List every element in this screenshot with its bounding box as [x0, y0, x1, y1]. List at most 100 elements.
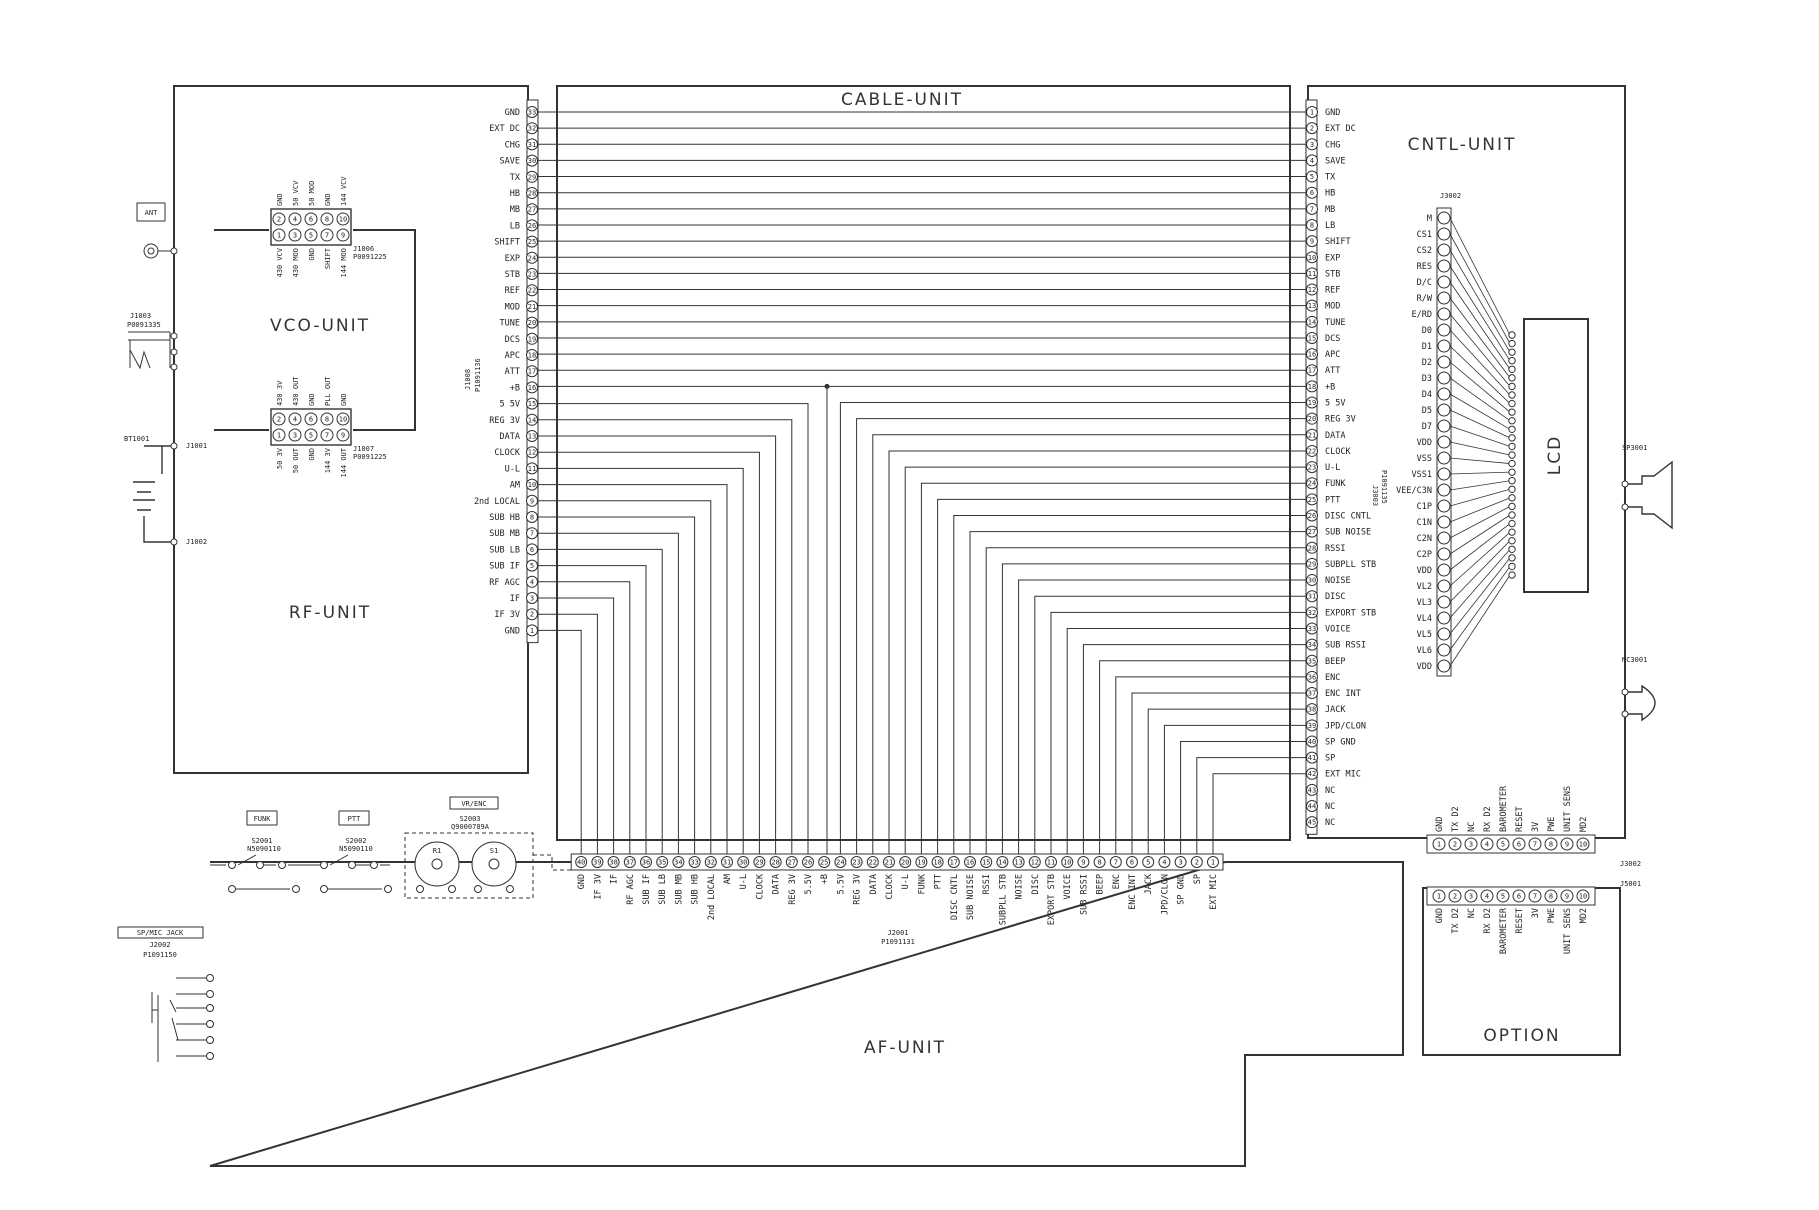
j3003-pin-number: 6 — [1310, 189, 1314, 197]
option-bottom-pin-label: RESET — [1515, 908, 1525, 934]
option-top-pin-label: BAROMETER — [1499, 785, 1509, 832]
lcd-wire — [1449, 393, 1511, 430]
wire — [538, 484, 728, 854]
j1008-pin-number: 13 — [528, 433, 536, 441]
j3002-lcd-pin — [1437, 611, 1451, 625]
j1006-label-above: 50 MOD — [308, 181, 316, 206]
j3003-pin-label: U-L — [1325, 463, 1340, 473]
j3002-lcd-pin — [1437, 547, 1451, 561]
j3003-pin — [1306, 412, 1318, 425]
j3003-pin-number: 19 — [1308, 399, 1316, 407]
option-unit-title: OPTION — [1483, 1026, 1560, 1046]
j1006-pin — [320, 228, 334, 242]
j1008-pin-number: 6 — [530, 546, 534, 554]
j1008-pin — [526, 462, 538, 475]
j2001-pin-label: DATA — [869, 874, 879, 894]
j3003-pin-label: DCS — [1325, 334, 1340, 344]
j1008-pin-label: ATT — [505, 367, 520, 377]
wire — [839, 402, 1306, 854]
j3003-ref: J3003 — [1371, 485, 1379, 506]
j3002-lcd-pin — [1437, 259, 1451, 273]
j2001-pin-number: 35 — [658, 859, 666, 867]
j2001-pin — [1061, 856, 1074, 868]
j3003-pin — [1306, 348, 1318, 361]
j1006-pin-number: 6 — [309, 216, 313, 224]
j3002-lcd-pin — [1437, 659, 1451, 673]
j2001-pin — [575, 856, 588, 868]
j1006-label-above: 144 VCV — [340, 176, 348, 206]
j1008-pin-label: TX — [510, 173, 521, 183]
af-unit-outline — [209, 861, 1404, 1167]
lcd-pad — [1508, 434, 1516, 442]
option-bottom-pin-label: 3V — [1531, 908, 1541, 918]
j1007-pin — [320, 412, 334, 426]
j2001-pin-number: 30 — [739, 859, 747, 867]
wire — [538, 435, 777, 854]
j1008-pin-label: +B — [510, 383, 520, 393]
j2001-pin-label: SUB IF — [642, 874, 652, 905]
lcd-pad — [1508, 562, 1516, 571]
lcd-pad — [1508, 511, 1516, 519]
j2001-pin-label: PTT — [934, 874, 944, 889]
j3003-pin-number: 21 — [1308, 431, 1316, 439]
lcd-pad — [1508, 554, 1516, 562]
j2001-pin-number: 6 — [1130, 859, 1134, 867]
j3003-pin-label: EXP — [1325, 253, 1340, 263]
lcd-pad — [1508, 391, 1516, 399]
j3003-pin-number: 2 — [1310, 125, 1314, 133]
j3003-pin-label: TUNE — [1325, 318, 1345, 328]
j1008-pin-label: 2nd LOCAL — [474, 497, 520, 507]
lcd-pad — [1508, 477, 1516, 485]
j2001-pin-number: 38 — [609, 859, 617, 867]
j1008-pin-label: DCS — [505, 335, 520, 345]
j3002-lcd-pin-label: C1P — [1417, 502, 1432, 512]
j2001-pin-number: 36 — [642, 859, 650, 867]
j3002-lcd-pin — [1437, 227, 1451, 241]
j1008-pin-label: REF — [505, 286, 520, 296]
j2001-pin — [834, 856, 847, 868]
j2001-pin-label: SUB LB — [658, 874, 668, 905]
j3003-pin — [1306, 380, 1318, 393]
j1008-pin — [526, 235, 538, 248]
wire — [1099, 660, 1306, 854]
j3003-pin-number: 40 — [1308, 738, 1316, 746]
j2001-pin-label: ENC — [1112, 874, 1122, 889]
j3002-option-pin-number: 8 — [1549, 841, 1553, 849]
j1006-pin — [288, 212, 302, 226]
j3002-option-pin — [1528, 837, 1542, 851]
j1003-part: P0091335 — [127, 321, 161, 329]
j1008-pin-number: 1 — [530, 627, 534, 635]
j1007-pin-number: 9 — [341, 432, 345, 440]
lcd-wire — [1449, 313, 1511, 387]
j1007-pin — [304, 428, 318, 442]
option-bottom-pin-label: PWE — [1547, 908, 1557, 923]
j3003-pin-label: EXT DC — [1325, 124, 1356, 134]
option-bottom-pin-label: RX D2 — [1483, 908, 1493, 934]
j1008-pin-label: GND — [505, 626, 520, 636]
j1008-pin-number: 25 — [528, 238, 536, 246]
j3003-pin — [1306, 428, 1318, 441]
lcd-pad — [1508, 331, 1516, 339]
j3003-pin-label: DATA — [1325, 431, 1345, 441]
j3003-pin-number: 26 — [1308, 512, 1316, 520]
j5001-pin-number: 4 — [1485, 893, 1489, 901]
j3003-pin-label: STB — [1325, 269, 1340, 279]
lcd-pad — [1508, 348, 1516, 356]
j3003-pin-number: 30 — [1308, 577, 1316, 585]
j3003-pin-number: 38 — [1308, 706, 1316, 714]
j3003-pin-number: 12 — [1308, 286, 1316, 294]
j3002-lcd-pin — [1437, 307, 1451, 321]
j3003-pin — [1306, 670, 1318, 683]
j3003-pin-label: SUBPLL STB — [1325, 560, 1376, 570]
j2001-pin — [623, 856, 636, 868]
wire — [888, 450, 1306, 854]
lcd-wire — [1449, 514, 1511, 555]
j1006-pin-number: 5 — [309, 232, 313, 240]
j3002-lcd-pin — [1437, 595, 1451, 609]
j3002-option-ref: J3002 — [1620, 860, 1641, 868]
j2001-pin — [802, 856, 814, 868]
sp3001-label: SP3001 — [1622, 444, 1647, 452]
wire — [1196, 757, 1306, 854]
j5001-pin-number: 1 — [1437, 893, 1441, 901]
j3002-lcd-pin-label: C2N — [1417, 534, 1432, 544]
